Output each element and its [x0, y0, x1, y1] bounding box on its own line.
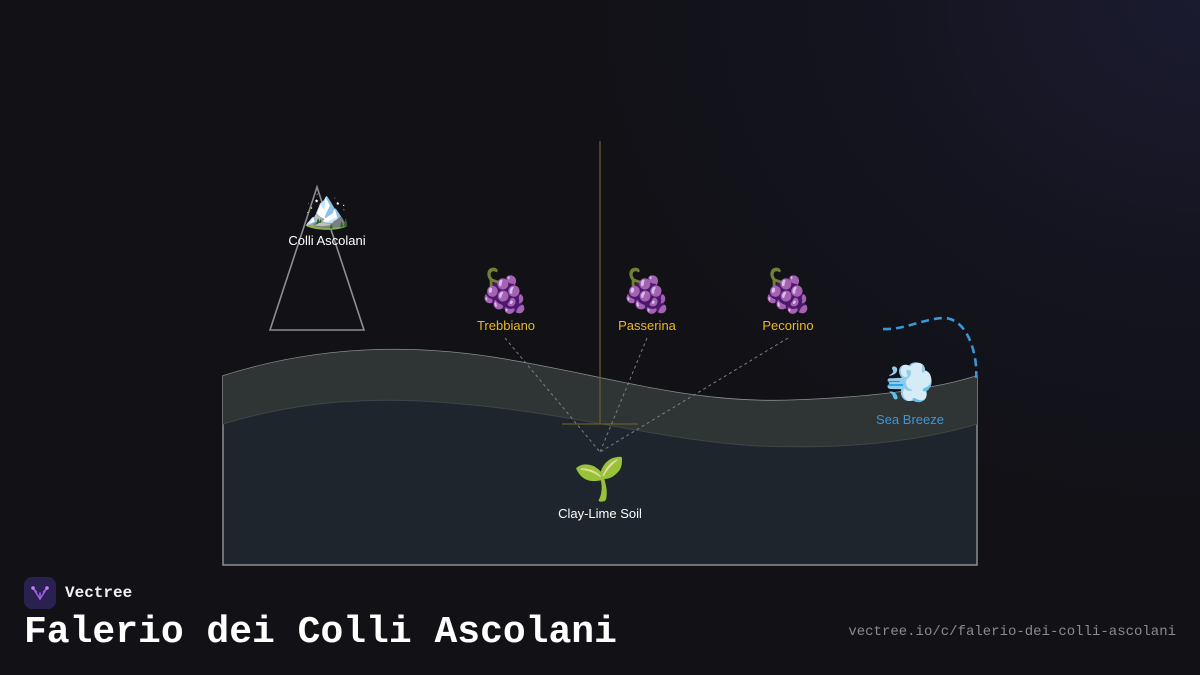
brand: Vectree — [24, 577, 132, 609]
grape-label-pecorino: Pecorino — [762, 318, 813, 333]
connector-trebbiano — [504, 337, 601, 453]
region-label: Colli Ascolani — [288, 233, 365, 248]
grape-label-trebbiano: Trebbiano — [477, 318, 535, 333]
connector-pecorino — [599, 337, 789, 453]
mountain-icon: 🏔️ — [303, 187, 350, 231]
breeze-label: Sea Breeze — [876, 412, 944, 427]
grapes-icon: 🍇 — [621, 266, 673, 316]
wind-icon: 💨 — [885, 360, 935, 406]
connector-passerina — [599, 337, 648, 453]
vectree-logo-icon — [24, 577, 56, 609]
grape-label-passerina: Passerina — [618, 318, 677, 333]
grapes-icon: 🍇 — [762, 266, 814, 316]
page-title: Falerio dei Colli Ascolani — [24, 611, 617, 654]
brand-name: Vectree — [65, 584, 133, 602]
seedling-icon: 🌱 — [574, 454, 626, 503]
soil-label: Clay-Lime Soil — [558, 506, 642, 521]
breeze-arc — [882, 316, 978, 379]
mountain-outline — [268, 184, 366, 331]
grapes-icon: 🍇 — [479, 266, 531, 316]
page-url[interactable]: vectree.io/c/falerio-dei-colli-ascolani — [848, 624, 1176, 640]
